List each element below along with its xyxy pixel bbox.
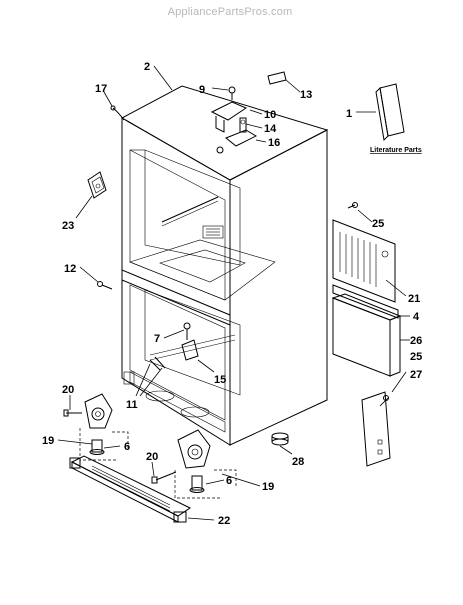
callout-28: 28	[292, 456, 304, 468]
part-27-cover	[361, 391, 391, 467]
callout-6-right: 6	[226, 475, 232, 487]
part-1-literature	[375, 83, 405, 142]
part-4-panel	[332, 284, 399, 319]
part-12-screw	[97, 281, 113, 290]
callout-4: 4	[413, 311, 420, 323]
right-roller-assembly	[151, 429, 237, 499]
callout-25-lower: 25	[410, 351, 422, 363]
part-13-plate	[267, 71, 287, 85]
callout-13: 13	[300, 89, 312, 101]
callout-6-left: 6	[124, 441, 130, 453]
callout-1: 1	[346, 108, 352, 120]
part-17-pin	[110, 105, 125, 121]
callout-22: 22	[218, 515, 230, 527]
callout-23: 23	[62, 220, 74, 232]
callout-21: 21	[408, 293, 420, 305]
left-roller-assembly	[63, 393, 129, 461]
part-21-access-cover	[332, 219, 396, 303]
callout-26: 26	[410, 335, 422, 347]
parts-7-15-11	[149, 322, 199, 371]
part-23-control	[87, 171, 107, 199]
callout-20-left: 20	[62, 384, 74, 396]
callout-9: 9	[199, 84, 205, 96]
callout-27: 27	[410, 369, 422, 381]
callout-19-left: 19	[42, 435, 54, 447]
callout-10: 10	[264, 109, 276, 121]
part-22-base-grille	[69, 455, 192, 523]
callout-14: 14	[264, 123, 277, 135]
callout-16: 16	[268, 137, 280, 149]
callout-17: 17	[95, 83, 107, 95]
callout-7: 7	[154, 333, 160, 345]
callout-12: 12	[64, 263, 76, 275]
callouts: 2 17 9 10 14 16 13 1 Literature Parts 23…	[42, 61, 422, 527]
part-28-foot	[271, 432, 289, 446]
callout-2: 2	[144, 61, 150, 73]
callout-20-right: 20	[146, 451, 158, 463]
hinge-assembly	[210, 86, 258, 154]
leader-lines	[57, 65, 410, 521]
callout-25-upper: 25	[372, 218, 384, 230]
callout-19-right: 19	[262, 481, 274, 493]
cabinet	[120, 85, 329, 446]
callout-15: 15	[214, 374, 226, 386]
literature-parts-label: Literature Parts	[370, 147, 422, 154]
watermark: AppliancePartsPros.com	[167, 6, 293, 18]
callout-11: 11	[126, 399, 138, 411]
